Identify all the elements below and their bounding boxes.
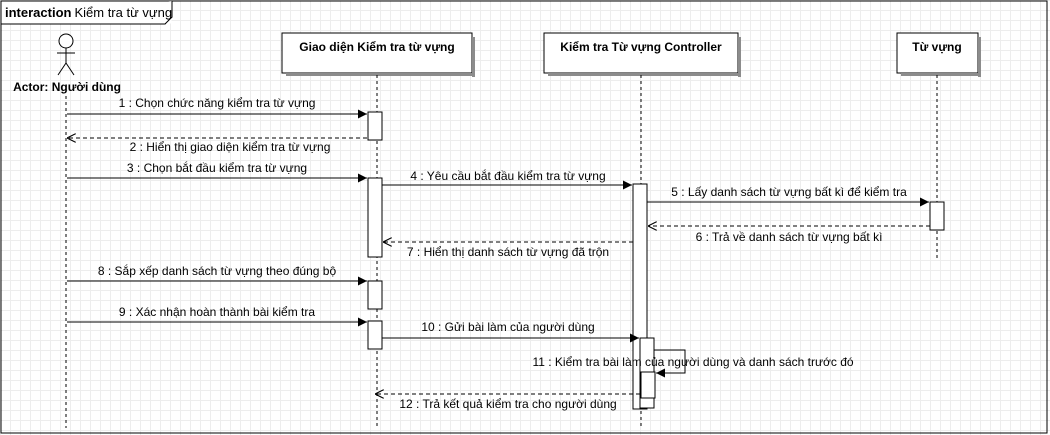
message-11-label: 11 : Kiểm tra bài làm của người dùng và … (532, 355, 853, 369)
message-6[interactable]: 6 : Trả về danh sách từ vựng bất kì (648, 226, 930, 244)
activation-gui-3 (367, 280, 383, 310)
actor-user[interactable]: Actor: Người dùng (13, 33, 121, 94)
message-12-label: 12 : Trả kết quả kiểm tra cho người dùng (399, 397, 616, 411)
actor-stick-figure-icon (57, 33, 75, 76)
activation-gui-4 (367, 320, 383, 350)
actor-label: Actor: Người dùng (13, 80, 121, 94)
lifeline-vocabulary-label: Từ vựng (912, 40, 961, 54)
lifeline-controller[interactable]: Kiểm tra Từ vựng Controller (543, 32, 741, 77)
activation-gui-2 (367, 177, 383, 258)
message-3[interactable]: 3 : Chọn bắt đầu kiểm tra từ vựng (67, 160, 367, 183)
message-5[interactable]: 5 : Lấy danh sách từ vựng bất kì để kiểm… (647, 185, 929, 207)
message-1-label: 1 : Chọn chức năng kiểm tra từ vựng (119, 96, 316, 110)
frame-keyword: interaction (5, 5, 72, 20)
message-8[interactable]: 8 : Sắp xếp danh sách từ vựng theo đúng … (67, 263, 367, 286)
message-10-label: 10 : Gửi bài làm của người dùng (421, 320, 594, 334)
message-7-label: 7 : Hiển thị danh sách từ vựng đã trộn (407, 245, 609, 259)
activation-vocabulary (929, 201, 945, 231)
lifeline-vocabulary[interactable]: Từ vựng (896, 32, 981, 77)
message-8-label: 8 : Sắp xếp danh sách từ vựng theo đúng … (98, 263, 337, 278)
lifeline-gui[interactable]: Giao diện Kiểm tra từ vựng (281, 32, 475, 77)
message-7[interactable]: 7 : Hiển thị danh sách từ vựng đã trộn (383, 242, 633, 259)
message-5-label: 5 : Lấy danh sách từ vựng bất kì để kiểm… (671, 185, 907, 199)
lifeline-controller-label: Kiểm tra Từ vựng Controller (560, 40, 722, 54)
activation-bars (367, 111, 945, 410)
message-4-label: 4 : Yêu cầu bắt đầu kiểm tra từ vựng (410, 168, 605, 183)
activation-gui-1 (367, 111, 383, 141)
activation-controller-self (640, 371, 656, 399)
message-11[interactable]: 11 : Kiểm tra bài làm của người dùng và … (532, 349, 854, 378)
message-2-label: 2 : Hiển thị giao diện kiểm tra từ vựng (130, 140, 331, 154)
message-4[interactable]: 4 : Yêu cầu bắt đầu kiểm tra từ vựng (382, 168, 632, 190)
message-9-label: 9 : Xác nhận hoàn thành bài kiểm tra (119, 305, 315, 319)
frame-name: Kiểm tra từ vựng (74, 5, 172, 20)
message-10[interactable]: 10 : Gửi bài làm của người dùng (382, 320, 639, 343)
message-2[interactable]: 2 : Hiển thị giao diện kiểm tra từ vựng (67, 138, 367, 154)
message-1[interactable]: 1 : Chọn chức năng kiểm tra từ vựng (67, 96, 367, 119)
message-12[interactable]: 12 : Trả kết quả kiểm tra cho người dùng (375, 394, 640, 411)
message-3-label: 3 : Chọn bắt đầu kiểm tra từ vựng (127, 160, 307, 175)
message-6-label: 6 : Trả về danh sách từ vựng bất kì (696, 230, 883, 244)
lifeline-gui-label: Giao diện Kiểm tra từ vựng (299, 40, 454, 54)
message-9[interactable]: 9 : Xác nhận hoàn thành bài kiểm tra (67, 305, 367, 327)
